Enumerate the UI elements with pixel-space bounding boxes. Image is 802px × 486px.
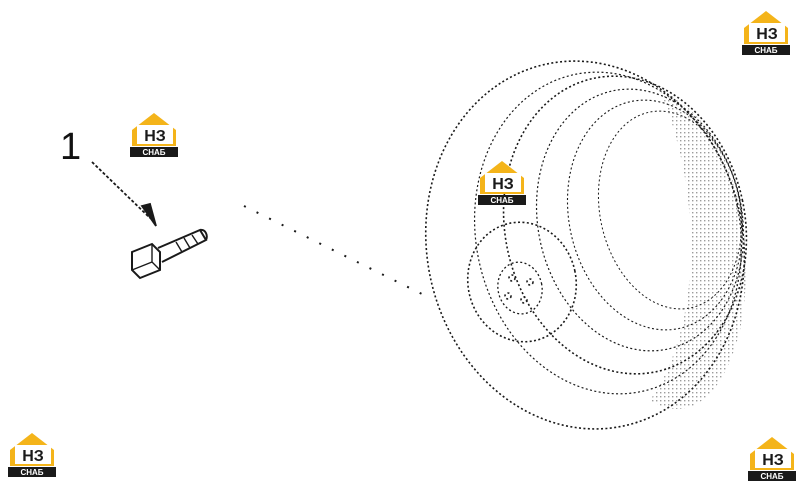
watermark-logo: НЗ СНАБ [6, 430, 58, 478]
tyre-shading [650, 90, 747, 409]
svg-text:НЗ: НЗ [22, 448, 44, 465]
house-logo-icon: НЗ СНАБ [742, 11, 790, 55]
svg-text:СНАБ: СНАБ [490, 196, 513, 205]
svg-text:НЗ: НЗ [492, 176, 514, 193]
house-logo-icon: НЗ СНАБ [748, 437, 796, 481]
svg-text:НЗ: НЗ [144, 128, 166, 145]
watermark-logo: НЗ СНАБ [476, 158, 528, 206]
svg-text:НЗ: НЗ [762, 452, 784, 469]
callout-leader [91, 161, 157, 227]
svg-text:СНАБ: СНАБ [20, 468, 43, 477]
svg-text:НЗ: НЗ [756, 26, 778, 43]
bolt-part [131, 228, 208, 280]
callout-number-1: 1 [60, 126, 82, 168]
house-logo-icon: НЗ СНАБ [478, 161, 526, 205]
svg-text:СНАБ: СНАБ [760, 472, 783, 481]
svg-text:СНАБ: СНАБ [754, 46, 777, 55]
house-logo-icon: НЗ СНАБ [8, 433, 56, 477]
watermark-logo: НЗ СНАБ [740, 8, 792, 56]
watermark-logo: НЗ СНАБ [128, 110, 180, 158]
house-logo-icon: НЗ СНАБ [130, 113, 178, 157]
watermark-logo: НЗ СНАБ [746, 434, 798, 482]
svg-text:СНАБ: СНАБ [142, 148, 165, 157]
assembly-axis [243, 205, 431, 299]
